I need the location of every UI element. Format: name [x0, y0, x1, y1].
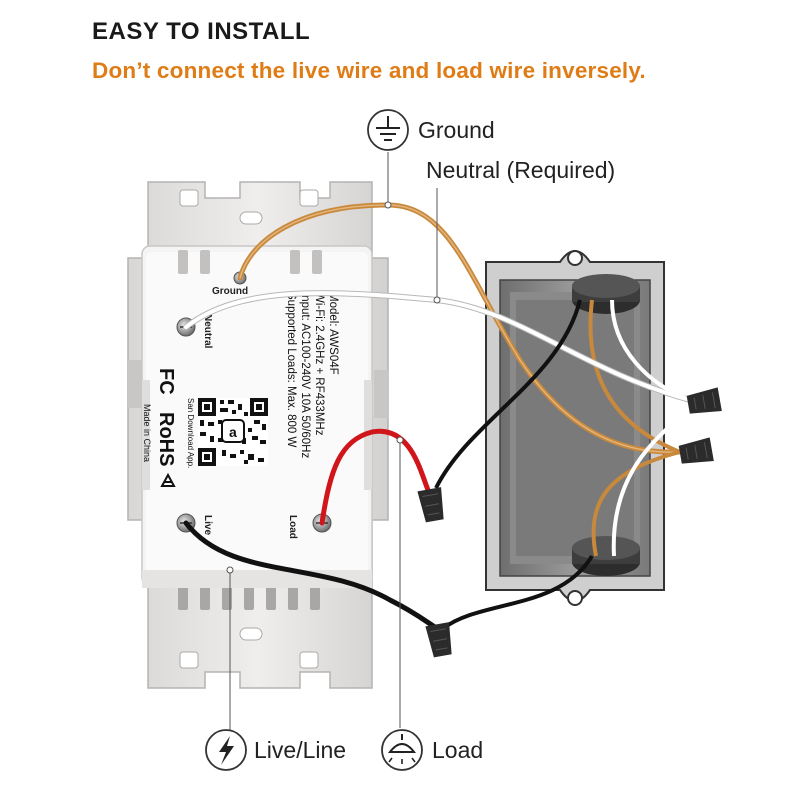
certification-block: FC RoHS Made in China — [142, 368, 177, 466]
wire-nut-live — [425, 622, 452, 658]
made-in-label: Made in China — [142, 404, 152, 462]
live-wire — [183, 520, 443, 633]
page-title: EASY TO INSTALL — [92, 18, 311, 45]
box-black-wire-1 — [434, 299, 582, 489]
spec-input: Input: AC100-240V 10A 50/60Hz — [299, 292, 311, 458]
load-callout-label: Load — [432, 737, 483, 763]
fc-mark: FC — [155, 368, 177, 395]
lightning-bolt-icon — [205, 729, 247, 771]
ground-callout-label: Ground — [418, 117, 495, 143]
spec-label-block: Model: AWS04F Wi-Fi: 2.4GHz + RF433MHz I… — [285, 292, 339, 458]
load-wire — [319, 428, 431, 526]
spec-wifi: Wi-Fi: 2.4GHz + RF433MHz — [313, 292, 325, 436]
qr-code: a — [198, 398, 268, 466]
rohs-mark: RoHS — [155, 412, 177, 466]
wire-nut-neutral — [686, 387, 722, 414]
lamp-icon — [381, 729, 423, 771]
spec-model: Model: AWS04F — [327, 292, 339, 375]
warning-text: Don’t connect the live wire and load wir… — [92, 58, 646, 83]
wire-nut-ground — [678, 437, 714, 464]
spec-loads: Supported Loads: Max. 800 W — [285, 292, 297, 447]
ground-wire-box-feed — [588, 299, 681, 557]
wire-nut-load — [417, 487, 444, 523]
svg-text:a: a — [229, 424, 237, 440]
scan-download-label: San Download App. — [186, 398, 195, 468]
terminal-label-ground: Ground — [212, 286, 248, 297]
box-black-wire-2 — [442, 554, 594, 630]
neutral-wire-box-feed — [610, 299, 692, 557]
neutral-callout-label: Neutral (Required) — [426, 157, 615, 183]
terminal-label-neutral: Neutral — [202, 314, 213, 349]
live-callout-label: Live/Line — [254, 737, 346, 763]
terminal-label-live: Live — [202, 515, 213, 535]
ground-icon — [367, 109, 409, 151]
recycle-icon — [160, 472, 176, 487]
terminal-label-load: Load — [287, 515, 298, 539]
